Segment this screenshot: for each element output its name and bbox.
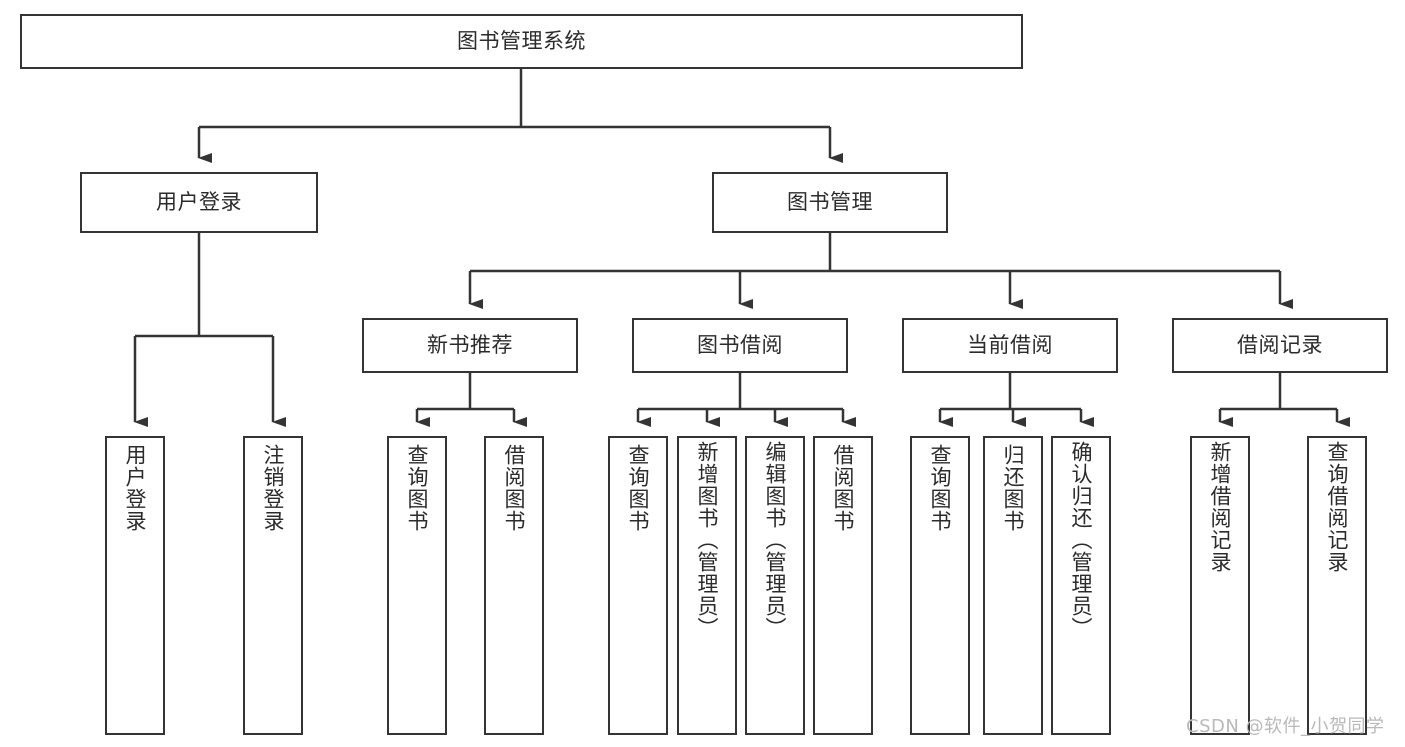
- node-label: 查询借阅记录: [1325, 441, 1350, 573]
- node-label: 图书管理系统: [457, 29, 586, 54]
- node-leaf-query-record[interactable]: 查询借阅记录: [1307, 436, 1367, 735]
- node-label: 新书推荐: [427, 333, 513, 358]
- node-leaf-edit-book[interactable]: 编辑图书（管理员）: [745, 436, 805, 735]
- node-label: 编辑图书（管理员）: [763, 441, 788, 639]
- node-current-borrow[interactable]: 当前借阅: [902, 318, 1118, 373]
- node-book-manage[interactable]: 图书管理: [712, 172, 948, 233]
- node-label: 归还图书: [1001, 444, 1026, 532]
- node-label: 当前借阅: [967, 333, 1053, 358]
- node-label: 注销登录: [261, 444, 286, 532]
- node-label: 查询图书: [405, 444, 430, 532]
- node-new-book-recommend[interactable]: 新书推荐: [362, 318, 578, 373]
- node-leaf-query-book-borrow[interactable]: 查询图书: [608, 436, 668, 735]
- node-label: 新增借阅记录: [1208, 441, 1233, 573]
- node-leaf-return-book[interactable]: 归还图书: [983, 436, 1043, 735]
- node-label: 查询图书: [928, 444, 953, 532]
- node-label: 借阅图书: [502, 444, 527, 532]
- node-leaf-logout[interactable]: 注销登录: [243, 436, 303, 735]
- node-label: 查询图书: [626, 444, 651, 532]
- node-leaf-query-book-cur[interactable]: 查询图书: [910, 436, 970, 735]
- node-borrow-record[interactable]: 借阅记录: [1172, 318, 1388, 373]
- node-label: 借阅图书: [831, 444, 856, 532]
- node-leaf-add-record[interactable]: 新增借阅记录: [1190, 436, 1250, 735]
- node-leaf-confirm-return[interactable]: 确认归还（管理员）: [1051, 436, 1111, 735]
- node-label: 确认归还（管理员）: [1069, 441, 1094, 639]
- node-root[interactable]: 图书管理系统: [20, 14, 1023, 69]
- node-label: 借阅记录: [1237, 333, 1323, 358]
- node-book-borrow[interactable]: 图书借阅: [632, 318, 848, 373]
- node-label: 用户登录: [123, 444, 148, 532]
- node-label: 图书管理: [787, 190, 873, 215]
- node-user-login[interactable]: 用户登录: [80, 172, 318, 233]
- node-leaf-add-book[interactable]: 新增图书（管理员）: [677, 436, 737, 735]
- node-label: 图书借阅: [697, 333, 783, 358]
- node-leaf-user-login[interactable]: 用户登录: [105, 436, 165, 735]
- csdn-watermark: CSDN @软件_小贺同学: [1186, 716, 1385, 737]
- node-leaf-borrow-book[interactable]: 借阅图书: [813, 436, 873, 735]
- node-label: 用户登录: [156, 190, 242, 215]
- node-leaf-query-book-rec[interactable]: 查询图书: [387, 436, 447, 735]
- node-leaf-borrow-book-rec[interactable]: 借阅图书: [484, 436, 544, 735]
- node-label: 新增图书（管理员）: [695, 441, 720, 639]
